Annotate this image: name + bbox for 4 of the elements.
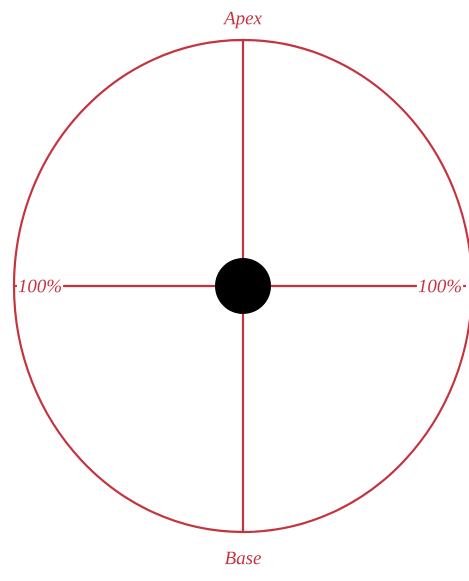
axis-label: 100% <box>16 278 64 294</box>
axis-label: Base <box>224 550 262 566</box>
axis-label: Apex <box>223 10 263 30</box>
axis-label: 100% <box>416 278 464 294</box>
